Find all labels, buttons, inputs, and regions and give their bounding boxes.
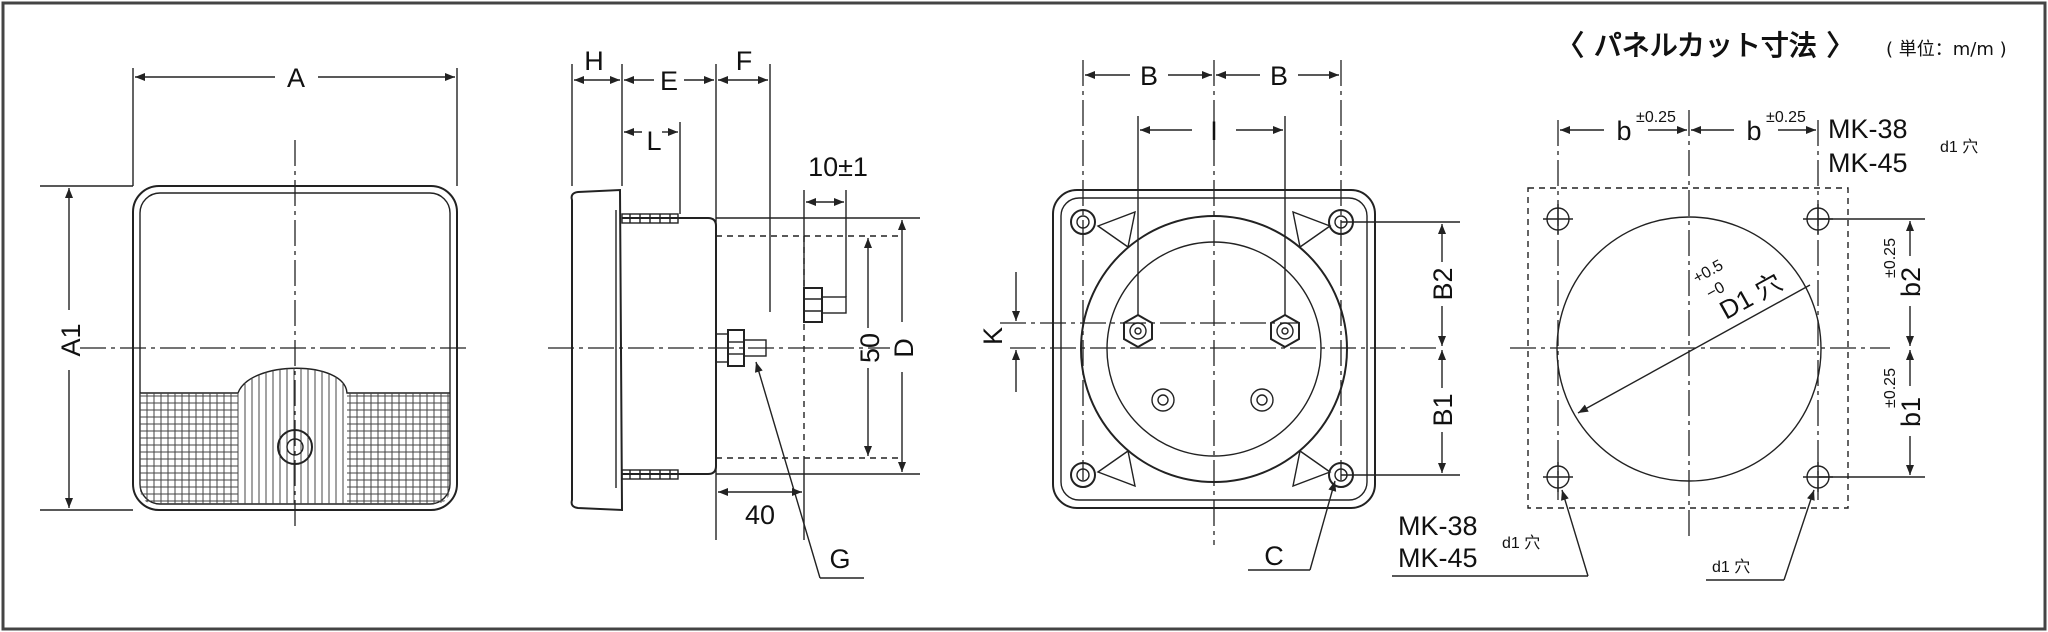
dim-a-label: A [287, 63, 305, 93]
dim-d-label: D [889, 338, 919, 358]
unit-label: ( 単位：m/m ) [1886, 39, 2007, 60]
stud-top [621, 213, 680, 224]
dim-k-label: K [978, 327, 1008, 345]
terminal-nut-left [1123, 313, 1153, 349]
stud-hole-left [1151, 388, 1175, 412]
pc-dim-b-left: b [1616, 116, 1631, 146]
panel-cut-title: 〈 パネルカット寸法 〉 [1556, 29, 1855, 62]
bezel-profile [570, 188, 624, 512]
pc-tol-b2: ±0.25 [1882, 238, 1899, 278]
terminal-outer [803, 287, 847, 323]
dim-f-label: F [736, 46, 753, 76]
pc-dim-b1: b1 [1896, 397, 1926, 427]
dim-40-label: 40 [745, 500, 775, 530]
dim-l-label: L [646, 126, 661, 156]
dim-10-label: 10±1 [808, 152, 868, 182]
pc-model-1: MK-38 [1828, 114, 1908, 144]
dim-h-label: H [584, 46, 604, 76]
pc-model-2: MK-45 [1828, 148, 1908, 178]
dim-b1-label: B1 [1428, 393, 1458, 426]
pc-dim-b2: b2 [1896, 267, 1926, 297]
dim-a1-label: A1 [56, 323, 86, 356]
pc-hole-label-bottom: d1 穴 [1712, 558, 1750, 576]
dim-e-label: E [660, 66, 678, 96]
panel-cut-view: 〈 パネルカット寸法 〉 ( 単位：m/m ) b ±0.25 b ±0.25 … [1510, 29, 2007, 581]
stud-hole-right [1250, 388, 1274, 412]
stud-bottom [621, 469, 679, 480]
dim-b-right-label: B [1270, 61, 1288, 91]
dim-50-label: 50 [855, 333, 885, 363]
pc-dim-b-right: b [1746, 116, 1761, 146]
pc-hole-label-top: d1 穴 [1940, 138, 1978, 156]
label-g: G [829, 544, 850, 574]
dim-b2-label: B2 [1428, 267, 1458, 300]
panel-cut-outline [1527, 187, 1849, 509]
back-hole-label: d1 穴 [1502, 534, 1540, 552]
back-view: B B I K B2 B1 C MK-38 MK-45 d1 穴 [978, 60, 1588, 577]
pc-tol-b-right: ±0.25 [1766, 109, 1806, 126]
side-view: H E F L 10±1 50 D 40 G [548, 46, 920, 579]
pc-tol-b1: ±0.25 [1882, 368, 1899, 408]
back-model-2: MK-45 [1398, 543, 1478, 573]
label-c: C [1264, 541, 1284, 571]
pc-diam-tol-minus: −0 [1704, 279, 1728, 303]
front-view: A A1 [40, 63, 470, 530]
terminal-nut-right [1270, 313, 1300, 349]
scale-boundary [140, 367, 450, 394]
back-model-1: MK-38 [1398, 511, 1478, 541]
pc-diam-label: D1 穴 [1714, 267, 1787, 325]
case-body [622, 217, 717, 475]
pc-tol-b-left: ±0.25 [1636, 109, 1676, 126]
dim-b-left-label: B [1140, 61, 1158, 91]
dim-i-label: I [1210, 116, 1218, 146]
